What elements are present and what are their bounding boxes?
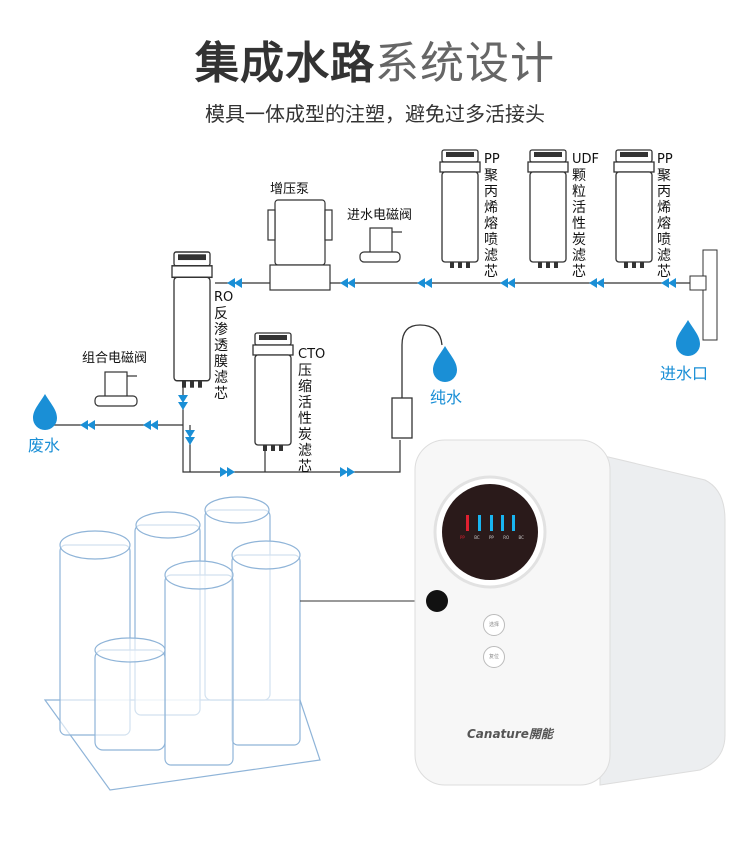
reset-button[interactable]: 复位 (483, 646, 505, 668)
inlet-solenoid-valve (359, 227, 402, 263)
cto-filter (252, 332, 294, 452)
title-light: 系统设计 (375, 38, 555, 89)
page-title: 集成水路系统设计 (0, 38, 750, 90)
inlet-water-drop-icon (676, 320, 700, 356)
pure-water-drop-icon (433, 346, 457, 382)
pointer-dot (426, 590, 448, 612)
indicator-label: PP (460, 535, 465, 540)
flow-arrow (340, 278, 355, 288)
indicator-label: PP (489, 535, 494, 540)
faucet (391, 324, 443, 439)
flow-arrow (340, 467, 355, 477)
combination-solenoid-valve (94, 371, 138, 407)
udf-filter (527, 149, 569, 269)
flow-arrow (500, 278, 515, 288)
inlet-pipe (702, 249, 718, 341)
subtitle: 模具一体成型的注塑，避免过多活接头 (205, 102, 545, 126)
flow-arrow (220, 467, 235, 477)
flow-arrow (185, 430, 195, 445)
inlet-connector (689, 275, 707, 291)
pp-filter-1 (439, 149, 481, 269)
flow-arrow (227, 278, 242, 288)
pure-water-label: 纯水 (430, 388, 463, 407)
select-button[interactable]: 选择 (483, 614, 505, 636)
flow-arrow (143, 420, 158, 430)
flow-arrow (589, 278, 604, 288)
booster-pump (267, 199, 333, 291)
ro-filter (171, 251, 213, 389)
pump-label: 增压泵 (270, 182, 310, 197)
waste-water-label: 废水 (28, 436, 61, 455)
inlet-label: 进水口 (660, 364, 709, 383)
indicator-label: RO (503, 535, 510, 540)
flow-arrow (178, 395, 188, 410)
indicator-labels: PP BC PP RO BC (460, 535, 524, 540)
filter-assembly-illustration (43, 496, 321, 791)
waste-water-drop-icon (33, 394, 57, 430)
combo-valve-label: 组合电磁阀 (82, 351, 148, 366)
indicator-label: BC (518, 535, 524, 540)
indicator-label: BC (474, 535, 480, 540)
pp-filter-2 (613, 149, 655, 269)
title-bold: 集成水路 (195, 38, 375, 89)
water-purifier-device (414, 439, 726, 786)
flow-arrow (417, 278, 432, 288)
flow-arrow (80, 420, 95, 430)
brand-logo: Canature開能 (467, 727, 553, 741)
inlet-valve-label: 进水电磁阀 (347, 208, 413, 223)
